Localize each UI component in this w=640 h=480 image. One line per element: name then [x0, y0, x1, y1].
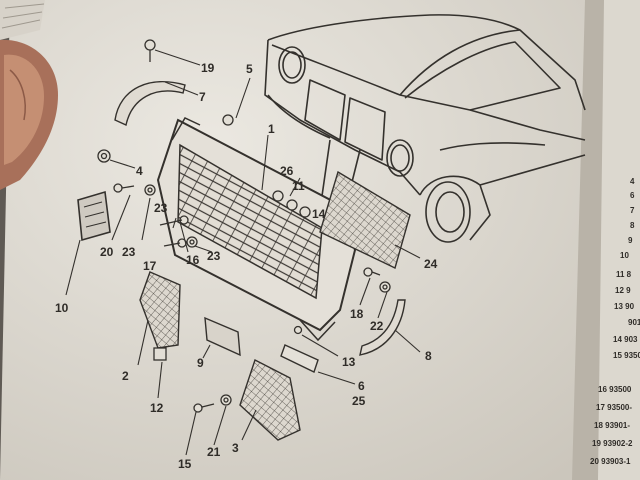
right-item-13: 13 90 — [614, 302, 635, 311]
callout-10: 10 — [55, 301, 69, 315]
right-item-20: 20 93903-1 — [590, 457, 631, 466]
right-page — [598, 0, 640, 480]
right-item-18: 18 93901- — [594, 421, 630, 430]
right-item-13b: 901 — [628, 318, 640, 327]
callout-14: 14 — [312, 207, 326, 221]
car-illustration — [264, 14, 586, 243]
callout-1: 1 — [268, 122, 275, 136]
callout-5: 5 — [246, 62, 253, 76]
callout-25: 25 — [352, 394, 366, 408]
right-item-17: 17 93500- — [596, 403, 632, 412]
callout-15: 15 — [178, 457, 192, 471]
callout-12: 12 — [150, 401, 164, 415]
callout-23-b: 23 — [122, 245, 136, 259]
trim-13 — [280, 344, 319, 373]
callout-4: 4 — [136, 164, 143, 178]
right-page-list: 4 6 7 8 9 10 11 8 12 9 13 90 901 14 903 … — [590, 177, 640, 466]
right-item-6: 6 — [630, 191, 635, 200]
callout-23-c: 23 — [207, 249, 221, 263]
right-item-14: 14 903 — [613, 335, 638, 344]
callout-19: 19 — [201, 61, 215, 75]
callout-17: 17 — [143, 259, 157, 273]
callout-6: 6 — [358, 379, 365, 393]
callout-labels: 19 7 5 1 4 26 11 14 23 20 23 17 16 23 10… — [55, 61, 438, 471]
mesh-panel-3 — [239, 359, 301, 441]
finger — [0, 39, 58, 190]
right-item-8: 8 — [630, 221, 635, 230]
callout-22: 22 — [370, 319, 384, 333]
emblem-10 — [77, 190, 111, 242]
callout-2: 2 — [122, 369, 129, 383]
callout-7: 7 — [199, 90, 206, 104]
callout-23-a: 23 — [154, 201, 168, 215]
callout-9: 9 — [197, 356, 204, 370]
mesh-panel-24 — [319, 170, 411, 269]
hardware-parts — [97, 39, 391, 413]
bracket-8 — [359, 299, 406, 356]
right-item-12: 12 9 — [615, 286, 631, 295]
right-item-7: 7 — [630, 206, 635, 215]
bracket-9 — [204, 316, 241, 357]
right-item-19: 19 93902-2 — [592, 439, 633, 448]
callout-3: 3 — [232, 441, 239, 455]
page-edge-stack — [0, 0, 45, 40]
right-item-11: 11 8 — [616, 270, 632, 279]
leader-lines — [65, 49, 421, 456]
right-item-4: 4 — [630, 177, 635, 186]
right-item-16: 16 93500 — [598, 385, 632, 394]
right-item-9: 9 — [628, 236, 633, 245]
callout-11: 11 — [292, 179, 305, 193]
right-item-10: 10 — [620, 251, 629, 260]
mesh-panel-2 — [139, 271, 181, 349]
callout-18: 18 — [350, 307, 364, 321]
callout-21: 21 — [207, 445, 221, 459]
callout-20: 20 — [100, 245, 114, 259]
callout-26: 26 — [280, 164, 294, 178]
callout-16: 16 — [186, 253, 200, 267]
callout-24: 24 — [424, 257, 438, 271]
callout-8: 8 — [425, 349, 432, 363]
callout-13: 13 — [342, 355, 356, 369]
right-item-15: 15 9350 — [613, 351, 640, 360]
